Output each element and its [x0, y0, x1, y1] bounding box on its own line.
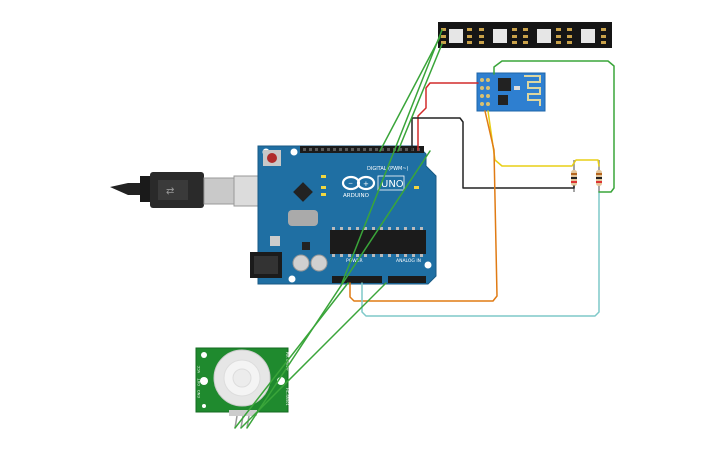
led-rx	[321, 193, 326, 196]
svg-text:−: −	[348, 180, 353, 187]
resistor-1[interactable]	[571, 160, 577, 192]
usb-cable-icon[interactable]: ⇄	[110, 172, 267, 208]
wire-red[interactable]	[417, 82, 479, 151]
svg-text:+: +	[363, 180, 369, 188]
power-header	[332, 276, 382, 283]
pir-pin-vcc: VCC	[197, 365, 201, 373]
led-tx	[321, 186, 326, 189]
led-on	[414, 186, 419, 189]
wire-yellow[interactable]	[487, 110, 600, 167]
arduino-logo-text: ARDUINO	[343, 193, 370, 199]
wire-green-pir-3[interactable]	[246, 150, 431, 429]
pir-label-bottom: HC-SR501	[285, 388, 289, 406]
analog-label: ANALOG IN	[396, 258, 421, 264]
power-label: POWER	[346, 258, 363, 264]
crystal-oscillator	[288, 210, 318, 226]
pir-pin-gnd: GND	[197, 390, 201, 398]
wire-green-neopixel-3[interactable]	[397, 43, 443, 152]
board-model: UNO	[381, 179, 404, 190]
analog-header	[388, 276, 426, 283]
usb-chip	[293, 182, 313, 202]
wire-green-pir-2[interactable]	[240, 282, 387, 429]
arduino-uno-board[interactable]: DIGITAL (PWM~) − + ARDUINO UNO	[250, 145, 437, 285]
led-l	[321, 175, 326, 178]
arduino-logo-icon: − +	[341, 175, 376, 191]
esp8266-module[interactable]	[476, 72, 546, 112]
wire-green-neopixel-1[interactable]	[341, 29, 443, 284]
digital-header	[300, 146, 424, 153]
wire-green-neopixel-2[interactable]	[379, 36, 441, 152]
neopixel-strip[interactable]	[438, 22, 612, 48]
svg-text:⇄: ⇄	[166, 186, 174, 197]
wire-green-pir-1[interactable]	[234, 282, 349, 429]
pir-motion-sensor[interactable]: GND OUT VCC PIR Sensor HC-SR501	[195, 347, 289, 429]
wire-green-esp[interactable]	[493, 60, 615, 193]
wire-orange[interactable]	[349, 110, 498, 302]
atmega-chip	[330, 230, 426, 254]
pir-pin-out: OUT	[197, 378, 201, 386]
